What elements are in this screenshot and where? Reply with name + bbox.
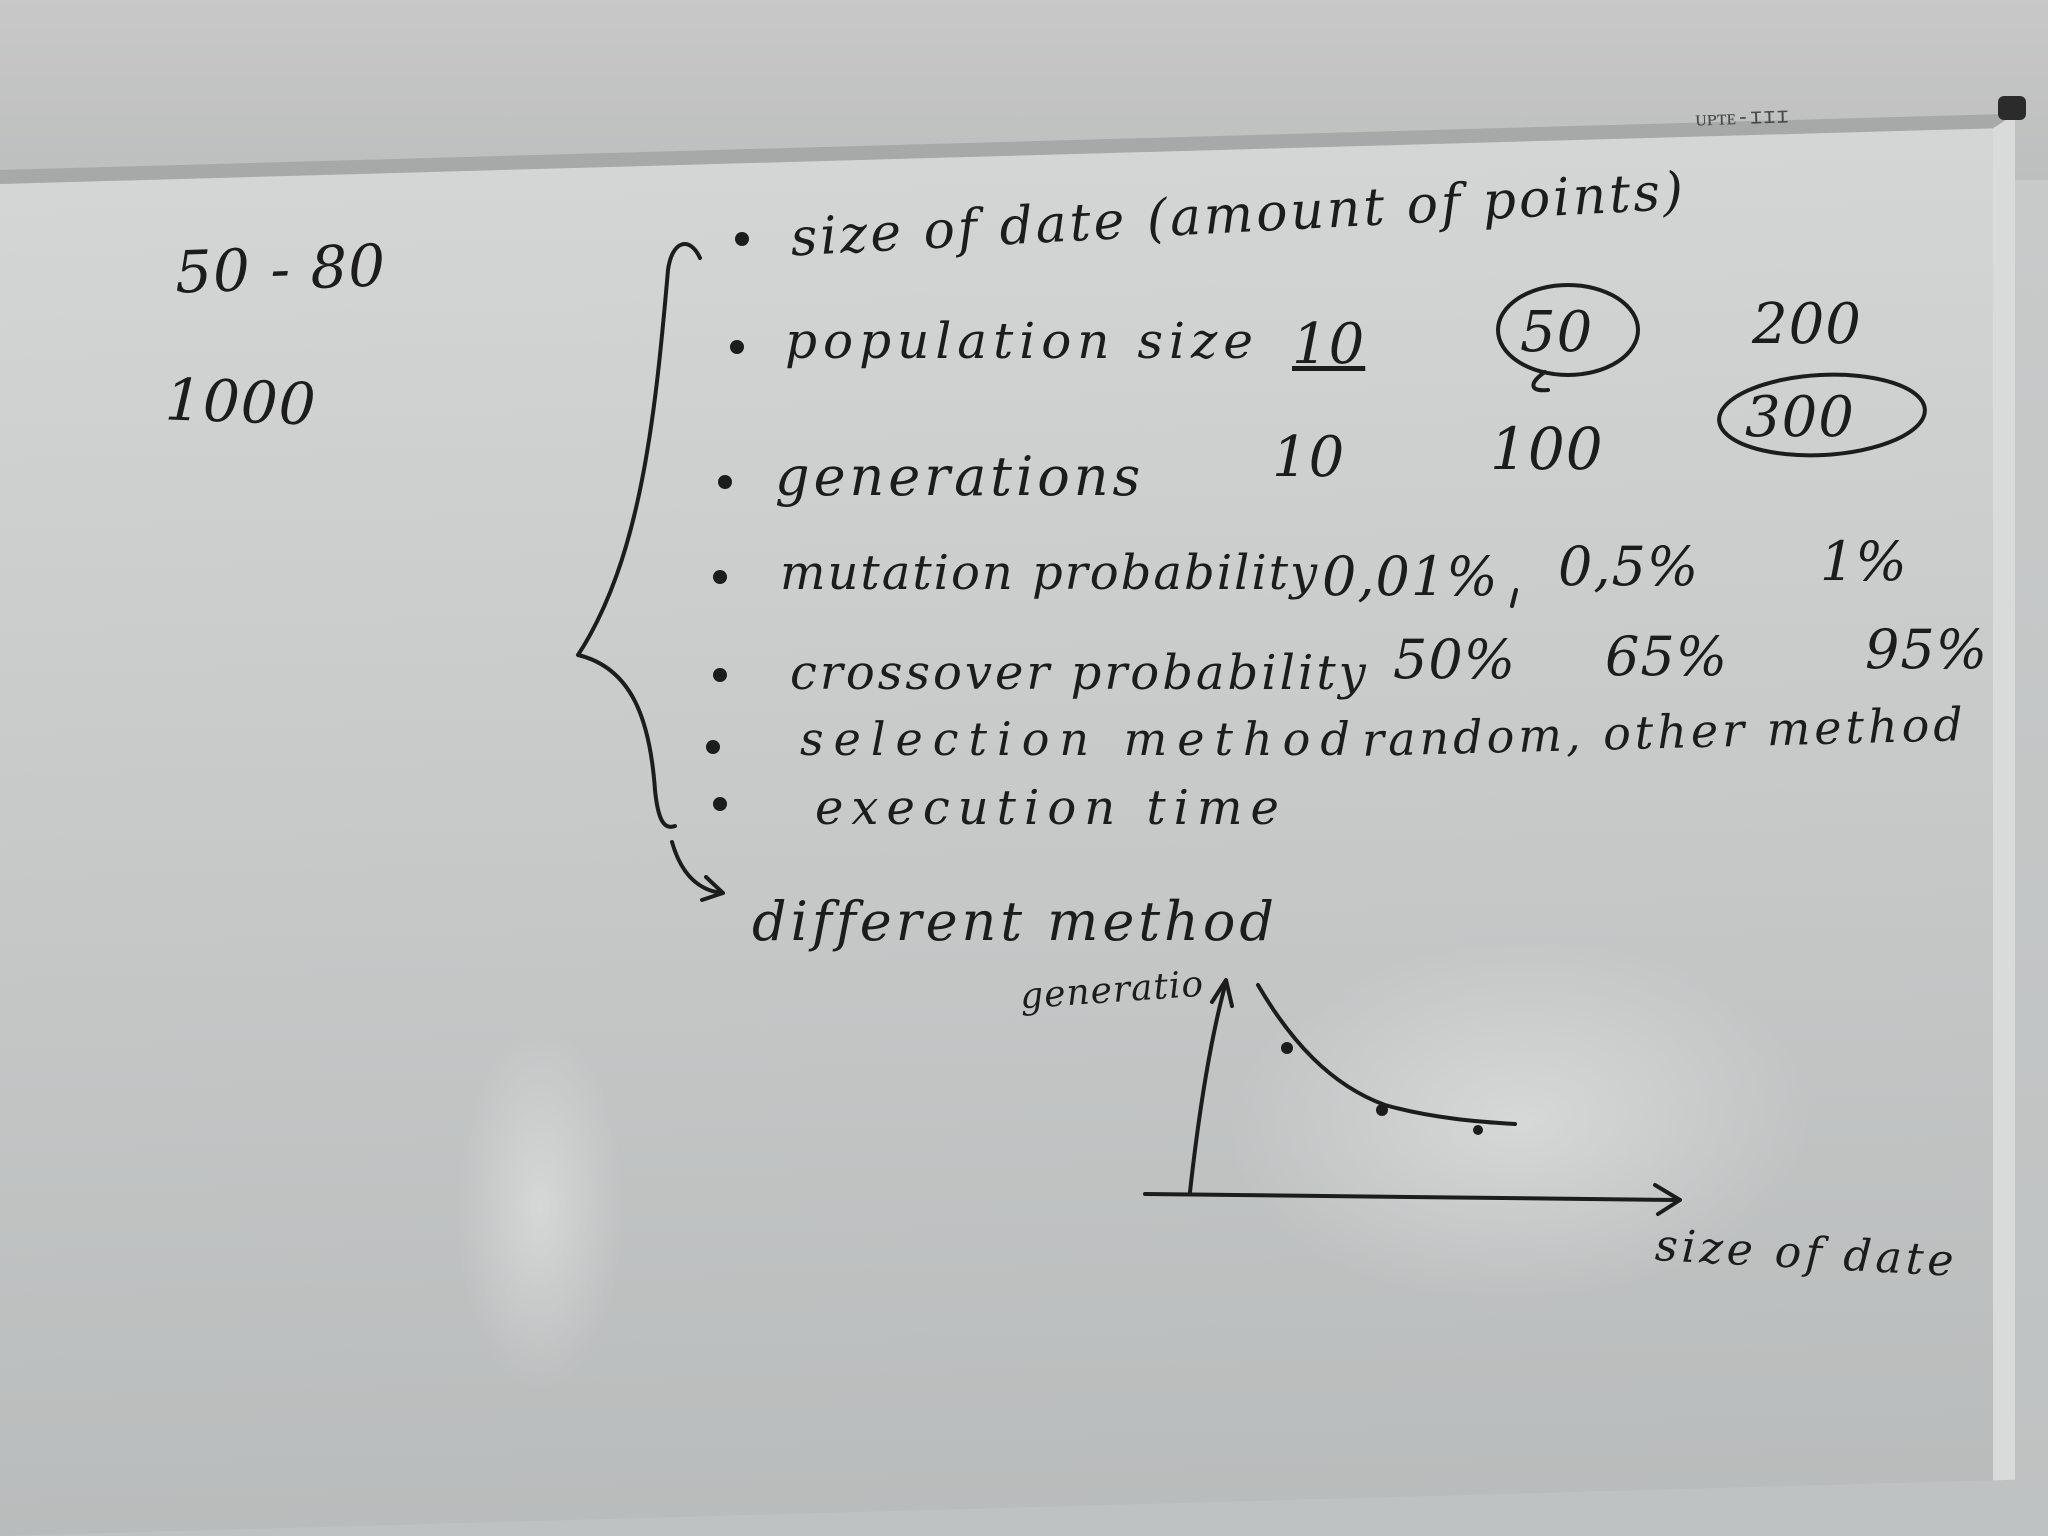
bullet-6 bbox=[706, 740, 720, 754]
population-value-50: 50 bbox=[1520, 300, 1594, 365]
sketch-point-3 bbox=[1473, 1125, 1483, 1135]
circle-around-300 bbox=[1717, 372, 1927, 458]
mutation-value-1: 1% bbox=[1820, 530, 1908, 593]
bullet-5 bbox=[713, 668, 727, 682]
comma-mark bbox=[1510, 588, 1518, 608]
circle-around-50 bbox=[1496, 283, 1640, 377]
bullet-3 bbox=[718, 475, 732, 489]
population-value-200: 200 bbox=[1752, 292, 1862, 357]
sketch-x-arrowhead bbox=[1653, 1183, 1682, 1216]
crossover-value-95: 95% bbox=[1865, 618, 1989, 681]
crossover-value-65: 65% bbox=[1605, 625, 1729, 688]
board-corner-cap bbox=[1998, 96, 2026, 120]
brace-arrowhead bbox=[700, 875, 725, 902]
mutation-value-0-01: 0,01% bbox=[1322, 545, 1499, 608]
item-label-population-size: population size bbox=[785, 312, 1259, 370]
item-label-mutation-probability: mutation probability bbox=[780, 545, 1320, 601]
sketch-curve bbox=[1256, 983, 1517, 1126]
crossover-value-50: 50% bbox=[1393, 628, 1517, 691]
circle-50-tail bbox=[1531, 370, 1550, 393]
bullet-4 bbox=[713, 570, 727, 584]
sketch-point-1 bbox=[1281, 1042, 1293, 1054]
sketch-point-2 bbox=[1376, 1104, 1388, 1116]
item-label-execution-time: execution time bbox=[815, 780, 1287, 836]
mutation-value-0-5: 0,5% bbox=[1558, 535, 1700, 598]
bullet-2 bbox=[730, 340, 744, 354]
sketch-y-arrowhead bbox=[1210, 978, 1234, 1008]
population-value-300: 300 bbox=[1745, 385, 1855, 450]
conclusion-text: different method bbox=[752, 890, 1278, 953]
curly-brace bbox=[576, 242, 702, 829]
brace-arrow bbox=[670, 840, 724, 895]
sketch-y-axis bbox=[1188, 980, 1228, 1194]
generations-value-10: 10 bbox=[1272, 425, 1346, 490]
generations-value-100: 100 bbox=[1490, 415, 1604, 483]
population-value-10: 10 bbox=[1292, 312, 1366, 377]
bullet-1 bbox=[735, 232, 749, 246]
item-label-selection-method: selection method bbox=[800, 712, 1360, 766]
item-label-crossover-probability: crossover probability bbox=[790, 645, 1369, 701]
bullet-7 bbox=[713, 797, 727, 811]
sketch-x-axis bbox=[1143, 1192, 1680, 1202]
item-label-generations: generations bbox=[775, 445, 1145, 508]
